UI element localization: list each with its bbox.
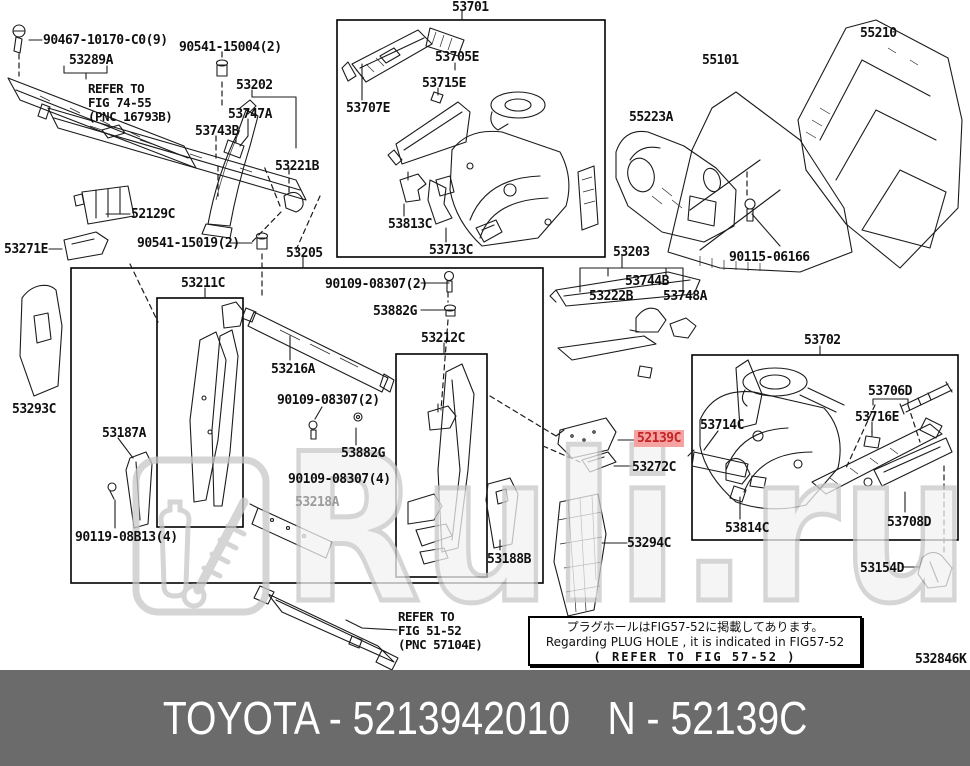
part-label: 90541-15019(2) [137, 236, 240, 251]
part-label: 53222B [589, 289, 633, 304]
part-label: 53882G [341, 446, 385, 461]
part-label: 53814C [725, 521, 769, 536]
part-label: 53813C [388, 217, 432, 232]
part-label: 53293C [12, 402, 56, 417]
part-sketch-fender-apron-assy [341, 27, 599, 247]
part-label: 53708D [887, 515, 931, 530]
part-label: 53748A [663, 289, 707, 304]
part-label: 53216A [271, 362, 315, 377]
part-label: 53188B [487, 552, 531, 567]
part-label: 53702 [804, 333, 841, 348]
part-label: 90109-08307(4) [288, 472, 391, 487]
part-label: 53744B [625, 274, 669, 289]
part-label: 53211C [181, 276, 225, 291]
part-label: 90109-08307(2) [325, 277, 428, 292]
part-label: 90541-15004(2) [179, 40, 282, 55]
part-label: 53882G [373, 304, 417, 319]
plug-note-english: Regarding PLUG HOLE , it is indicated in… [545, 635, 845, 649]
part-label: 53716E [855, 410, 899, 425]
refer-note-line: (PNC 57104E) [398, 637, 483, 652]
plug-note-japanese: プラグホールはFIG57-52に掲載してあります。 [566, 620, 824, 634]
refer-note-fig51-52: REFER TO FIG 51-52 (PNC 57104E) [398, 609, 483, 652]
part-label: 53272C [632, 460, 676, 475]
part-sketch-cowl-top [549, 271, 701, 379]
part-sketch-radiator-support-bars [7, 24, 307, 201]
part-label: 53205 [286, 246, 323, 261]
part-label: 53271E [4, 242, 48, 257]
part-label: 53221B [275, 159, 319, 174]
refer-note-line: (PNC 16793B) [88, 109, 173, 124]
part-label: 53706D [868, 384, 912, 399]
part-label: 53202 [236, 78, 273, 93]
part-sketch-fasteners-upper [215, 59, 269, 250]
part-label: 53701 [452, 0, 489, 15]
part-label: 53707E [346, 101, 390, 116]
part-label: 53713C [429, 243, 473, 258]
part-label: 53212C [421, 331, 465, 346]
part-label: 53154D [860, 561, 904, 576]
part-label: 53294C [627, 536, 671, 551]
refer-note-line: REFER TO [398, 609, 455, 624]
part-label: 53743B [195, 124, 239, 139]
part-label: 55101 [702, 53, 739, 68]
plug-hole-note-box: プラグホールはFIG57-52に掲載してあります。 Regarding PLUG… [528, 616, 862, 666]
footer-part-code: N - 52139C [607, 692, 808, 744]
refer-note-line: FIG 51-52 [398, 623, 462, 638]
part-label: 53715E [422, 76, 466, 91]
part-label: 55210 [860, 26, 897, 41]
part-label: 53203 [613, 245, 650, 260]
part-label: 55223A [629, 110, 673, 125]
footer-text: TOYOTA - 5213942010 N - 52139C [163, 691, 808, 745]
part-label: 53187A [102, 426, 146, 441]
figure-code: 532846K [915, 652, 967, 667]
part-label: 53714C [700, 418, 744, 433]
footer-brand-part-number: TOYOTA - 5213942010 [162, 692, 570, 744]
part-sketch-apron-seal-52139C [555, 417, 617, 473]
part-label: 52129C [131, 207, 175, 222]
refer-note-line: FIG 74-55 [88, 95, 152, 110]
part-sketch-mesh-shield [553, 493, 607, 617]
part-label: 53218A [295, 495, 339, 510]
part-label: 90467-10170-C0(9) [43, 33, 168, 48]
part-label: 90115-06166 [729, 250, 810, 265]
part-label: 90109-08307(2) [277, 393, 380, 408]
part-label: 53289A [69, 53, 113, 68]
leader-lines [28, 10, 921, 631]
footer-part-banner: TOYOTA - 5213942010 N - 52139C [0, 670, 970, 766]
assembly-boxes [70, 19, 959, 584]
part-sketch-dash-panels [615, 19, 963, 273]
refer-note-line: REFER TO [88, 81, 145, 96]
plug-note-refer: ( REFER TO FIG 57-52 ) [593, 650, 797, 664]
part-label: 53747A [228, 107, 272, 122]
dashed-lines [18, 51, 945, 553]
part-label: 53705E [435, 50, 479, 65]
part-sketch-bracket-53154D [917, 551, 953, 589]
refer-note-fig74-55: REFER TO FIG 74-55 (PNC 16793B) [88, 81, 173, 124]
part-label-highlighted: 52139C [634, 430, 684, 447]
part-label: 90119-08B13(4) [75, 530, 178, 545]
